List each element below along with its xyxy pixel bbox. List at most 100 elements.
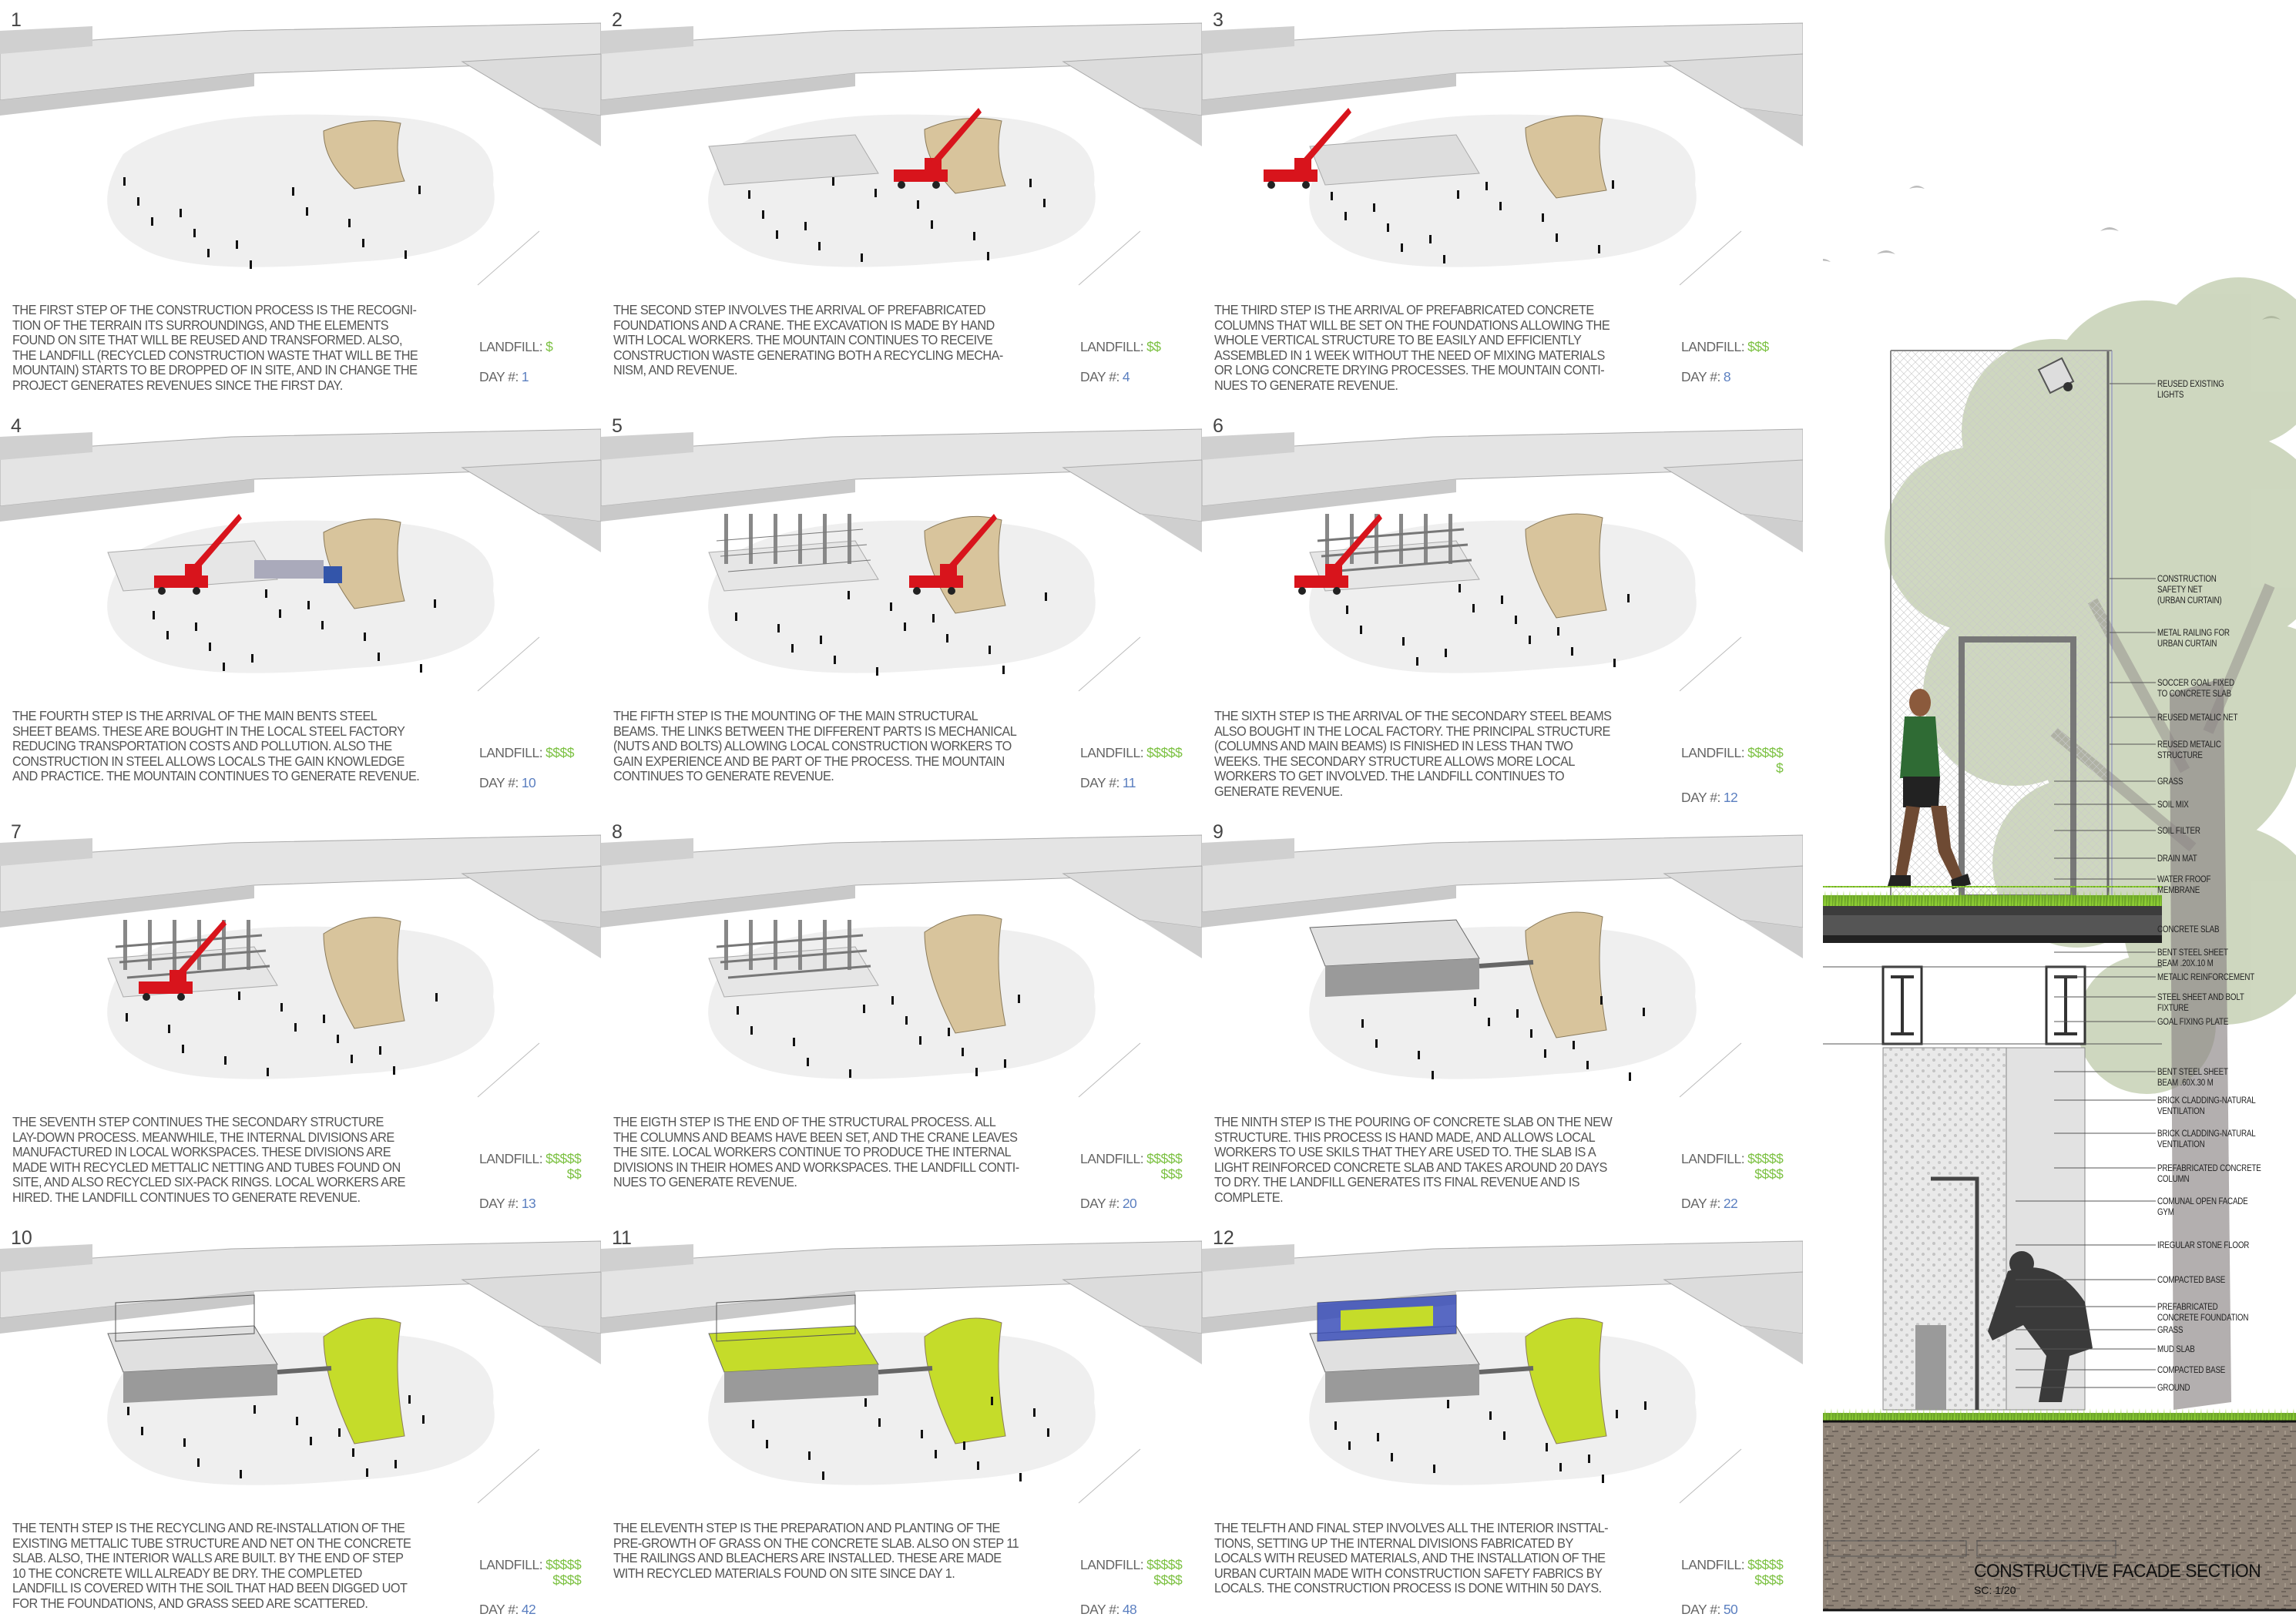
- person-figure: [762, 210, 764, 219]
- section-label: REUSED EXISTING LIGHTS: [2157, 380, 2224, 400]
- person-figure: [1373, 203, 1375, 212]
- person-figure: [183, 1438, 186, 1447]
- person-figure: [848, 591, 850, 599]
- day-value: 8: [1723, 369, 1731, 384]
- person-figure: [1544, 1049, 1546, 1058]
- step-number: 7: [11, 821, 22, 843]
- step-panel: 8 THE EIGTH STEP IS THE END OF THE STRUC…: [601, 812, 1202, 1218]
- step-panel: 2 THE SECOND STEP INVOLVES THE ARRIVAL O…: [601, 0, 1202, 406]
- person-figure: [834, 656, 836, 664]
- section-label: SOIL FILTER: [2157, 827, 2200, 836]
- landfill-mountain: [323, 917, 405, 1029]
- person-figure: [1602, 1475, 1604, 1483]
- person-figure: [394, 1460, 397, 1468]
- person-figure: [1530, 1029, 1532, 1038]
- person-figure: [1375, 1039, 1378, 1048]
- step-number: 5: [612, 415, 623, 437]
- person-figure: [822, 1471, 824, 1480]
- person-figure: [364, 632, 366, 641]
- facade-section-drawing: [1823, 186, 2296, 1612]
- surrounding-buildings: [1202, 1240, 1803, 1364]
- person-figure: [1499, 202, 1502, 210]
- person-figure: [874, 189, 877, 197]
- step-panel: 1 THE FIRST STEP OF THE CONSTRUCTION PRO…: [0, 0, 601, 406]
- landfill-value: $$$$$: [1146, 745, 1183, 760]
- landfill-label: LANDFILL:: [1080, 745, 1144, 760]
- person-figure: [1542, 213, 1544, 222]
- landfill-mountain: [924, 1317, 1006, 1444]
- person-figure: [123, 177, 126, 186]
- landfill-mountain: [323, 1317, 405, 1444]
- step-illustration: [601, 428, 1202, 692]
- landfill-mountain: [323, 120, 405, 190]
- landfill-value: $$$$$ $$$$: [545, 1557, 582, 1588]
- day-label: DAY #:: [479, 369, 519, 384]
- person-figure: [1033, 1408, 1036, 1417]
- step-meta: LANDFILL:$$$$$ $$ DAY #:13: [479, 1151, 582, 1212]
- person-figure: [975, 1068, 978, 1076]
- person-figure: [1573, 1041, 1575, 1049]
- person-figure: [921, 1430, 923, 1438]
- person-figure: [987, 252, 989, 260]
- day-value: 22: [1723, 1196, 1738, 1211]
- section-label: SOCCER GOAL FIXED TO CONCRETE SLAB: [2157, 679, 2234, 699]
- section-label: STEEL SHEET AND BOLT FIXTURE: [2157, 993, 2244, 1013]
- section-label: MUD SLAB: [2157, 1345, 2195, 1354]
- step-illustration: [0, 22, 601, 286]
- person-figure: [1043, 199, 1046, 207]
- landfill-mountain: [1525, 115, 1607, 199]
- step-description: THE SECOND STEP INVOLVES THE ARRIVAL OF …: [613, 302, 1003, 378]
- ground-shadow: [708, 926, 1096, 1079]
- landfill-mountain: [924, 914, 1006, 1034]
- landfill-label: LANDFILL:: [1080, 1557, 1144, 1572]
- step-number: 10: [11, 1227, 32, 1249]
- step-meta: LANDFILL:$$$$$ DAY #:11: [1080, 745, 1183, 791]
- section-label: BRICK CLADDING-NATURAL VENTILATION: [2157, 1096, 2256, 1116]
- step-description: THE EIGTH STEP IS THE END OF THE STRUCTU…: [613, 1114, 1019, 1190]
- person-figure: [224, 1056, 227, 1065]
- person-figure: [991, 1397, 993, 1405]
- landfill-label: LANDFILL:: [1681, 1557, 1745, 1572]
- person-figure: [1018, 995, 1020, 1003]
- step-illustration: [1202, 428, 1803, 692]
- person-figure: [1488, 1018, 1490, 1026]
- section-label: GRASS: [2157, 1326, 2184, 1335]
- person-figure: [404, 250, 407, 259]
- person-figure: [435, 993, 438, 1002]
- surrounding-buildings: [0, 428, 601, 552]
- step-meta: LANDFILL:$$ DAY #:4: [1080, 339, 1161, 385]
- landfill-value: $$$$: [545, 745, 574, 760]
- person-figure: [1571, 647, 1573, 656]
- section-label: COMUNAL OPEN FACADE GYM: [2157, 1197, 2248, 1217]
- person-figure: [1529, 636, 1531, 644]
- step-illustration: [0, 428, 601, 692]
- person-figure: [420, 664, 422, 673]
- step-description: THE ELEVENTH STEP IS THE PREPARATION AND…: [613, 1520, 1019, 1581]
- person-figure: [251, 654, 253, 663]
- person-figure: [904, 622, 906, 631]
- person-figure: [931, 220, 933, 229]
- person-figure: [777, 624, 780, 632]
- landfill-value: $$$: [1747, 339, 1769, 354]
- person-figure: [1613, 659, 1616, 667]
- person-figure: [776, 230, 778, 239]
- person-figure: [126, 1013, 128, 1022]
- step-meta: LANDFILL:$ DAY #:1: [479, 339, 553, 385]
- step-illustration: [601, 834, 1202, 1098]
- section-label: DRAIN MAT: [2157, 854, 2197, 864]
- person-figure: [352, 1448, 354, 1457]
- landfill-label: LANDFILL:: [479, 1151, 543, 1166]
- person-figure: [1586, 1061, 1589, 1069]
- foundation-area: [708, 134, 879, 186]
- person-figure: [193, 229, 196, 237]
- person-figure: [878, 1418, 881, 1427]
- person-figure: [962, 1048, 964, 1056]
- person-figure: [1346, 606, 1348, 614]
- person-figure: [137, 197, 139, 206]
- person-figure: [1501, 596, 1503, 604]
- step-description: THE FIRST STEP OF THE CONSTRUCTION PROCE…: [12, 302, 418, 393]
- person-figure: [1433, 1465, 1435, 1473]
- person-figure: [1387, 223, 1389, 232]
- section-label: CONCRETE SLAB: [2157, 925, 2220, 934]
- person-figure: [292, 187, 294, 196]
